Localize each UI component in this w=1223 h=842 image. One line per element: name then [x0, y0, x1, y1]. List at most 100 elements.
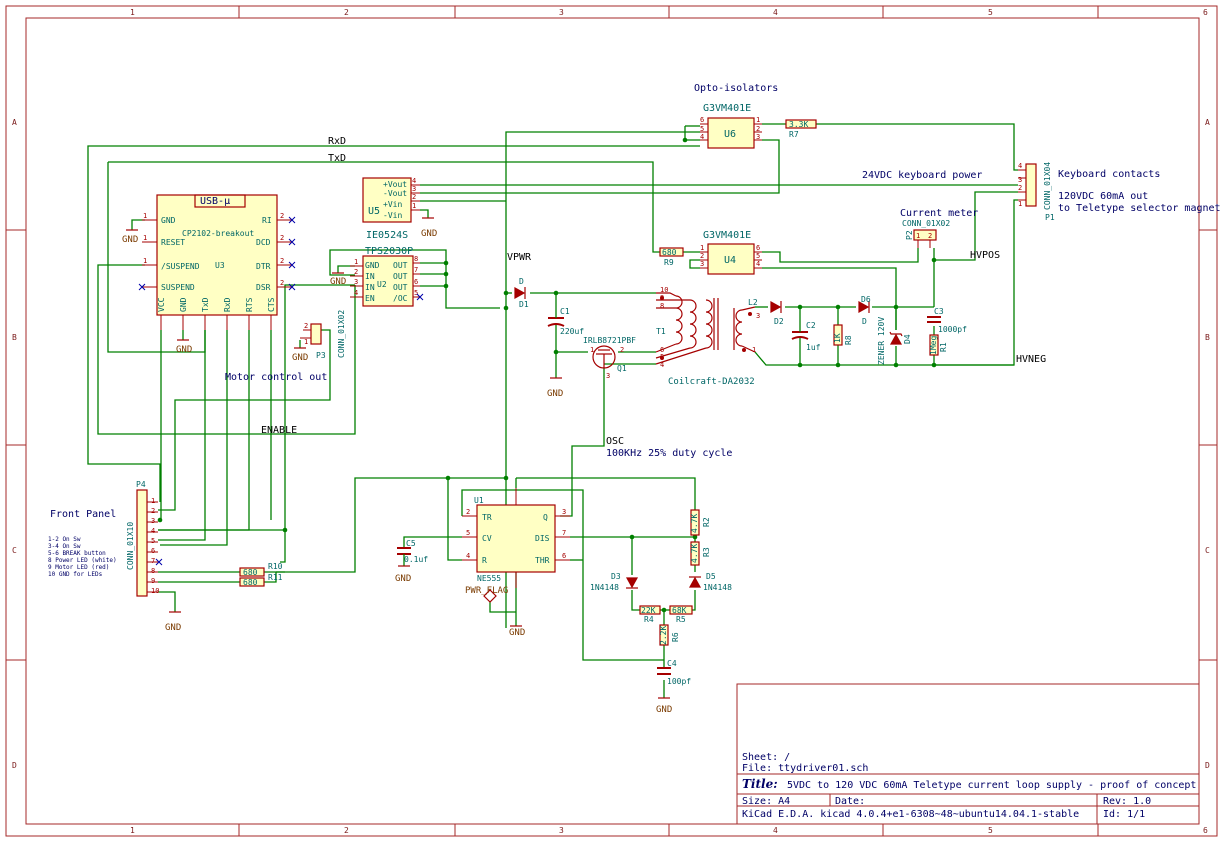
svg-text:-Vout: -Vout: [383, 189, 407, 198]
note-fp-line: 1-2 On Sw: [48, 536, 81, 543]
svg-text:OUT: OUT: [393, 283, 408, 292]
row-label: C: [12, 546, 17, 555]
net-vpwr: VPWR: [507, 252, 532, 263]
svg-text:4: 4: [466, 552, 470, 560]
svg-text:2: 2: [412, 193, 416, 201]
u1-ne555: U1 NE555 TR CV R Q DIS THR 2 5 4 3 7 6: [462, 488, 570, 588]
row-label: C: [1205, 546, 1210, 555]
col-label: 5: [988, 826, 993, 835]
r5-value: 68K: [672, 606, 687, 615]
u3-value: CP2102-breakout: [182, 229, 254, 238]
svg-text:4: 4: [151, 527, 155, 535]
note-selector-1: 120VDC 60mA out: [1058, 191, 1148, 202]
net-osc: OSC: [606, 436, 624, 447]
net-hvneg: HVNEG: [1016, 354, 1046, 365]
c2-ref: C2: [806, 321, 816, 330]
c4-value: 100pf: [667, 677, 691, 686]
u4-value: G3VM401E: [703, 230, 751, 241]
col-label: 5: [988, 8, 993, 17]
gnd-label: GND: [330, 277, 346, 287]
c5-ref: C5: [406, 539, 416, 548]
p1-connector: 4 3 2 1 P1 CONN_01X04: [1018, 162, 1055, 222]
drawing-frame: [5, 5, 1218, 837]
u2-value: TPS2030P: [365, 246, 413, 257]
svg-text:4: 4: [354, 289, 358, 297]
svg-text:8: 8: [660, 302, 664, 310]
svg-text:2: 2: [280, 279, 284, 287]
gnd-label: GND: [122, 235, 138, 245]
gnd-label: GND: [176, 345, 192, 355]
svg-text:Q: Q: [543, 513, 548, 522]
note-fp-line: 10 GND for LEDs: [48, 571, 103, 578]
svg-text:/OC: /OC: [393, 294, 408, 303]
p2-ref: P2: [905, 230, 914, 240]
capacitors: C1 220uf C2 1uf C3 1000pf C4 100pf C5 0.…: [397, 307, 967, 686]
svg-text:1: 1: [354, 258, 358, 266]
svg-text:2: 2: [151, 507, 155, 515]
svg-text:10: 10: [660, 286, 668, 294]
note-osc: 100KHz 25% duty cycle: [606, 448, 732, 459]
row-label: D: [1205, 761, 1210, 770]
col-label: 1: [130, 8, 135, 17]
u3-ref: U3: [215, 261, 225, 270]
svg-text:8: 8: [414, 255, 418, 263]
svg-text:5: 5: [414, 289, 418, 297]
svg-text:6: 6: [562, 552, 566, 560]
svg-text:2: 2: [928, 232, 932, 240]
svg-text:RESET: RESET: [161, 238, 185, 247]
r8-ref: R8: [844, 335, 853, 345]
col-label: 2: [344, 8, 349, 17]
svg-text:R: R: [482, 556, 487, 565]
svg-text:5: 5: [700, 125, 704, 133]
d3-ref: D3: [611, 572, 621, 581]
gnd-label: GND: [656, 705, 672, 715]
svg-text:1: 1: [756, 116, 760, 124]
p4-connector: 1 2 3 4 5 6 7 8 9 10 P4 CONN_01X10: [126, 480, 163, 597]
svg-text:THR: THR: [535, 556, 550, 565]
svg-text:+Vout: +Vout: [383, 180, 407, 189]
c3-value: 1000pf: [938, 325, 967, 334]
title-sheet: Sheet: /: [742, 752, 790, 763]
d6-ref: D6: [861, 295, 871, 304]
svg-text:1: 1: [700, 244, 704, 252]
svg-text:GND: GND: [161, 216, 176, 225]
r2-ref: R2: [702, 517, 711, 527]
svg-text:TxD: TxD: [201, 297, 210, 312]
gnd-label: GND: [509, 628, 525, 638]
svg-text:GND: GND: [365, 261, 380, 270]
c1-ref: C1: [560, 307, 570, 316]
svg-text:1: 1: [143, 234, 147, 242]
p1-value: CONN_01X04: [1043, 162, 1052, 210]
svg-text:5: 5: [151, 537, 155, 545]
u1-value: NE555: [477, 574, 501, 583]
q1-ref: Q1: [617, 364, 627, 373]
d1-value: D: [519, 277, 524, 286]
col-label: 6: [1203, 826, 1208, 835]
note-keyboard-power: 24VDC keyboard power: [862, 170, 982, 181]
svg-text:-Vin: -Vin: [383, 211, 402, 220]
col-label: 3: [559, 826, 564, 835]
q1-mosfet: IRLB8721PBF Q1 1 2 3: [583, 336, 636, 380]
svg-text:DCD: DCD: [256, 238, 271, 247]
title-block: Sheet: / File: ttydriver01.sch Title: 5V…: [736, 683, 1200, 825]
net-rxd: RxD: [328, 136, 346, 147]
r11-value: 680: [243, 578, 258, 587]
u1-ref: U1: [474, 496, 484, 505]
svg-text:10: 10: [151, 587, 159, 595]
d6-value: D: [862, 317, 867, 326]
title-id: Id: 1/1: [1103, 809, 1145, 820]
u6-optoisolator: U6 G3VM401E 6 5 4 1 2 3: [700, 103, 762, 149]
c3-ref: C3: [934, 307, 944, 316]
u4-optoisolator: U4 G3VM401E 1 2 3 6 5 4: [700, 230, 762, 275]
u5-ref: U5: [368, 206, 380, 217]
p4-value: CONN_01X10: [126, 522, 135, 570]
svg-text:3: 3: [1018, 176, 1022, 184]
row-label: A: [1205, 118, 1210, 127]
note-selector-2: to Teletype selector magnet: [1058, 203, 1221, 214]
svg-text:/SUSPEND: /SUSPEND: [161, 262, 200, 271]
svg-text:1: 1: [412, 202, 416, 210]
r7-ref: R7: [789, 130, 799, 139]
note-keyboard-contacts: Keyboard contacts: [1058, 169, 1160, 180]
r10-ref: R10: [268, 562, 283, 571]
